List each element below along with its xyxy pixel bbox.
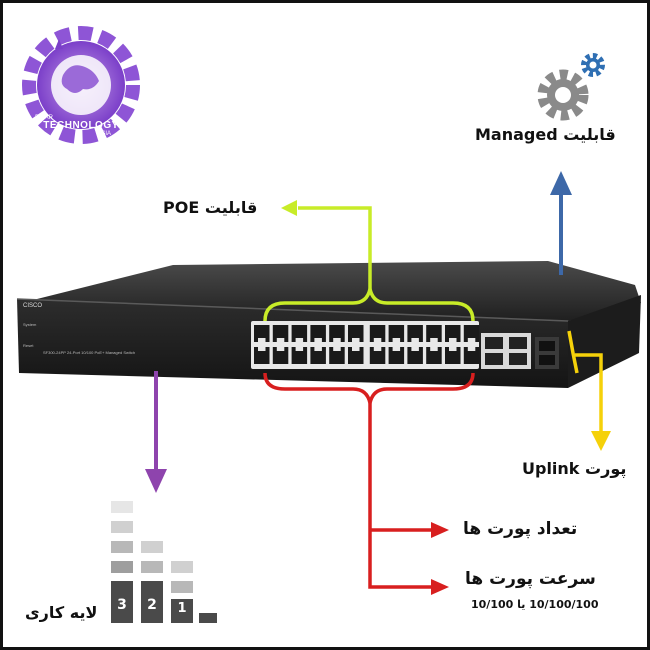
rj45-port: [310, 325, 326, 342]
rj45-port-latch: [258, 347, 266, 351]
rj45-port-latch: [392, 347, 401, 351]
rj45-port: [291, 325, 308, 342]
rj45-port-latch: [392, 338, 401, 342]
rj45-port-latch: [258, 338, 266, 342]
rj45-port: [426, 325, 442, 342]
rj45-port-latch: [373, 338, 382, 342]
managed-label: قابلیت Managed: [475, 125, 616, 144]
rj45-port-latch: [276, 338, 285, 342]
rj45-port-latch: [373, 347, 382, 351]
layer-label: لایه کاری: [25, 603, 98, 622]
rj45-port-latch: [430, 347, 438, 351]
ports-callout: [263, 372, 475, 595]
rj45-port-latch: [333, 338, 341, 342]
logo-line-3: ASIA: [97, 131, 111, 137]
rj45-port: [272, 325, 289, 342]
logo-line-2: TECHNOLOGY: [43, 120, 119, 131]
layer-level-1: 1: [177, 601, 187, 616]
rj45-port: [407, 347, 423, 364]
layer-level-chart: [111, 501, 217, 623]
poe-label: قابلیت POE: [163, 198, 258, 217]
port-speed-values: 10/100/100 یا 10/100: [471, 598, 599, 611]
rj45-port-latch: [314, 338, 322, 342]
rj45-port-latch: [430, 338, 438, 342]
rj45-port: [348, 347, 364, 364]
rj45-port: [291, 347, 308, 364]
uplink-callout: [567, 330, 611, 451]
rj45-port: [426, 347, 442, 364]
layer-callout: [145, 371, 167, 493]
diagram-graphics: [16, 26, 641, 623]
rj45-port: [310, 347, 326, 364]
company-logo: [22, 26, 140, 144]
rj45-port: [369, 347, 386, 364]
rj45-port: [254, 347, 270, 364]
rj45-port: [272, 347, 289, 364]
managed-callout: [550, 171, 572, 275]
layer-level-3: 3: [117, 597, 127, 613]
rj45-port-latch: [467, 338, 476, 342]
rj45-port: [445, 347, 461, 364]
layer-level-2: 2: [147, 597, 157, 613]
rj45-port: [329, 347, 345, 364]
rj45-port-latch: [411, 338, 419, 342]
rj45-port: [463, 325, 480, 342]
rj45-port: [463, 347, 480, 364]
rj45-port-latch: [467, 347, 476, 351]
gear-icon: [537, 53, 605, 121]
rj45-port: [254, 325, 270, 342]
switch-reset-label: Reset: [23, 343, 34, 348]
rj45-port: [369, 325, 386, 342]
uplink-label: پورت Uplink: [522, 459, 627, 478]
rj45-port: [348, 325, 364, 342]
rj45-port: [407, 325, 423, 342]
rj45-port: [388, 347, 405, 364]
rj45-port: [445, 325, 461, 342]
logo-line-1: FIDAR: [35, 115, 53, 121]
rj45-port: [329, 325, 345, 342]
switch-system-label: System: [23, 322, 37, 327]
switch-model: SF300-24PP 24-Port 10/100 PoE+ Managed S…: [43, 350, 136, 355]
rj45-port-latch: [276, 347, 285, 351]
poe-callout: [263, 200, 475, 322]
rj45-port-latch: [449, 347, 457, 351]
rj45-port-latch: [352, 338, 360, 342]
rj45-port-latch: [411, 347, 419, 351]
network-switch: [16, 261, 641, 388]
rj45-port-latch: [295, 347, 304, 351]
port-speed-label: سرعت پورت ها: [465, 569, 596, 589]
logo-text: FIDAR TECHNOLOGY ASIA: [29, 115, 133, 137]
switch-brand: CISCO: [23, 303, 43, 309]
rj45-port-latch: [295, 338, 304, 342]
ethernet-ports: [254, 325, 480, 364]
rj45-port-latch: [449, 338, 457, 342]
rj45-port-latch: [352, 347, 360, 351]
port-count-label: تعداد پورت ها: [463, 519, 578, 539]
rj45-port-latch: [314, 347, 322, 351]
rj45-port: [388, 325, 405, 342]
rj45-port-latch: [333, 347, 341, 351]
